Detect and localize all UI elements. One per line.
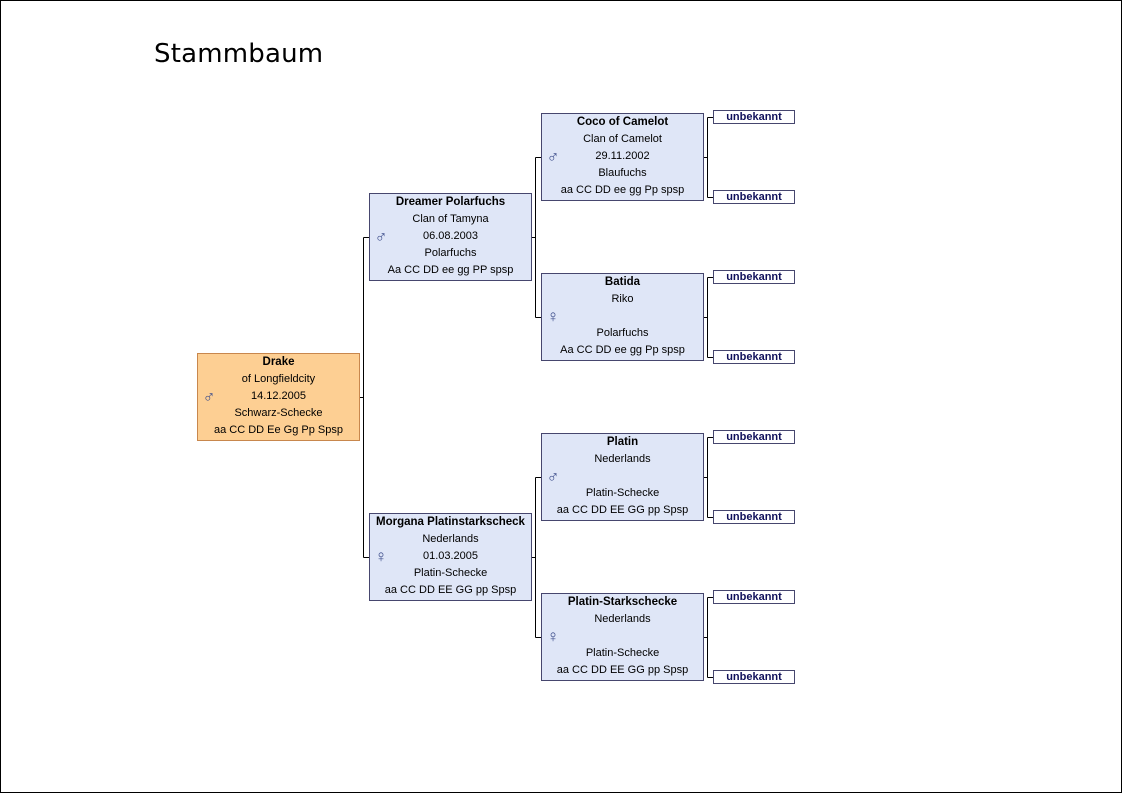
animal-color: Platin-Schecke	[585, 647, 660, 659]
male-icon: ♂	[374, 227, 388, 246]
connector-gp4-unknown	[703, 597, 713, 678]
animal-color: Polarfuchs	[424, 247, 477, 259]
animal-name: Drake	[262, 356, 295, 368]
animal-birthdate	[542, 308, 703, 325]
animal-breeder: Nederlands	[422, 533, 479, 545]
animal-breeder: of Longfieldcity	[241, 373, 316, 385]
animal-birthdate: 06.08.2003	[422, 230, 479, 242]
father-card[interactable]: Dreamer Polarfuchs Clan of Tamyna 06.08.…	[369, 193, 532, 281]
animal-birthdate: 29.11.2002	[595, 150, 650, 162]
page-title: Stammbaum	[154, 39, 324, 69]
animal-breeder: Clan of Camelot	[583, 133, 662, 145]
animal-name: Coco of Camelot	[576, 116, 669, 128]
unknown-ancestor-label[interactable]: unbekannt	[713, 510, 795, 524]
animal-genotype: aa CC DD EE GG pp Spsp	[556, 664, 689, 676]
unknown-ancestor-label[interactable]: unbekannt	[713, 590, 795, 604]
animal-birthdate: 01.03.2005	[422, 550, 479, 562]
female-icon: ♀	[374, 547, 388, 566]
paternal-grandmother-card[interactable]: Batida Riko Polarfuchs Aa CC DD ee gg Pp…	[541, 273, 704, 361]
animal-color: Platin-Schecke	[585, 487, 660, 499]
connector-father-grandparents	[531, 157, 541, 318]
unknown-ancestor-label[interactable]: unbekannt	[713, 430, 795, 444]
maternal-grandmother-card[interactable]: Platin-Starkschecke Nederlands Platin-Sc…	[541, 593, 704, 681]
animal-color: Schwarz-Schecke	[234, 407, 323, 419]
connector-gp3-unknown	[703, 437, 713, 518]
animal-breeder: Nederlands	[594, 453, 651, 465]
animal-name: Platin-Starkschecke	[567, 596, 678, 608]
connector-gp1-unknown	[703, 117, 713, 198]
animal-color: Polarfuchs	[596, 327, 649, 339]
animal-birthdate	[542, 468, 703, 485]
unknown-ancestor-label[interactable]: unbekannt	[713, 670, 795, 684]
female-icon: ♀	[546, 307, 560, 326]
male-icon: ♂	[202, 387, 216, 406]
animal-color: Blaufuchs	[598, 167, 647, 179]
animal-breeder: Clan of Tamyna	[412, 213, 489, 225]
male-icon: ♂	[546, 147, 560, 166]
unknown-ancestor-label[interactable]: unbekannt	[713, 110, 795, 124]
animal-genotype: Aa CC DD ee gg Pp spsp	[560, 344, 685, 356]
animal-name: Batida	[604, 276, 641, 288]
unknown-ancestor-label[interactable]: unbekannt	[713, 270, 795, 284]
animal-genotype: aa CC DD ee gg Pp spsp	[560, 184, 685, 196]
animal-name: Morgana Platinstarkscheck	[376, 516, 525, 528]
animal-genotype: aa CC DD EE GG pp Spsp	[556, 504, 689, 516]
connector-root-parents	[359, 237, 369, 558]
animal-name: Platin	[606, 436, 639, 448]
unknown-ancestor-label[interactable]: unbekannt	[713, 350, 795, 364]
root-animal-card[interactable]: Drake of Longfieldcity 14.12.2005 Schwar…	[197, 353, 360, 441]
animal-genotype: aa CC DD EE GG pp Spsp	[384, 584, 517, 596]
male-icon: ♂	[546, 467, 560, 486]
unknown-ancestor-label[interactable]: unbekannt	[713, 190, 795, 204]
animal-name: Dreamer Polarfuchs	[395, 196, 506, 208]
animal-birthdate	[542, 628, 703, 645]
connector-mother-grandparents	[531, 477, 541, 638]
animal-genotype: Aa CC DD ee gg PP spsp	[387, 264, 514, 276]
maternal-grandfather-card[interactable]: Platin Nederlands Platin-Schecke aa CC D…	[541, 433, 704, 521]
animal-birthdate: 14.12.2005	[250, 390, 307, 402]
animal-genotype: aa CC DD Ee Gg Pp Spsp	[213, 424, 343, 436]
connector-gp2-unknown	[703, 277, 713, 358]
female-icon: ♀	[546, 627, 560, 646]
animal-breeder: Nederlands	[594, 613, 651, 625]
paternal-grandfather-card[interactable]: Coco of Camelot Clan of Camelot 29.11.20…	[541, 113, 704, 201]
animal-breeder: Riko	[611, 293, 634, 305]
animal-color: Platin-Schecke	[413, 567, 488, 579]
mother-card[interactable]: Morgana Platinstarkscheck Nederlands 01.…	[369, 513, 532, 601]
